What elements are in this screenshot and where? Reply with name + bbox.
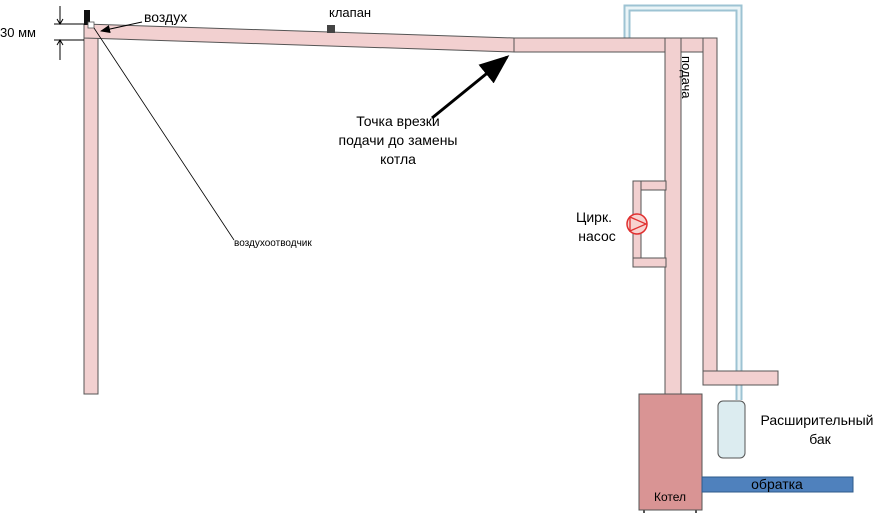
pump-icon [626,213,648,235]
air-vent-label: воздухоотводчик [234,238,312,249]
valve-icon [327,25,335,33]
boiler-label: Котел [654,490,686,504]
air-vent-icon [84,10,90,25]
pump-label-line1: Цирк. [576,209,612,225]
dimension-marker [54,6,84,60]
supply-label: подача [679,56,694,99]
air-leader-line [100,21,143,33]
tie-in-label-line1: Точка врезки [356,113,439,129]
left-riser-pipe [83,31,99,395]
expansion-branch-pipe [702,370,779,386]
valve-label: клапан [329,5,371,20]
sloped-top-pipe [83,23,515,53]
supply-pipe [664,37,682,397]
return-pipe [701,476,854,493]
return-label: обратка [751,476,803,492]
top-horizontal-pipe [513,37,718,53]
expansion-tank [717,400,746,459]
boiler [638,393,703,511]
tie-in-arrow [431,55,510,120]
tie-in-label-line3: котла [380,151,416,167]
tank-label-line2: бак [809,431,831,447]
return-down-pipe [702,37,718,373]
expansion-line [623,4,743,400]
tank-label-line1: Расширительный [761,412,874,428]
air-label: воздух [144,9,187,25]
tie-in-label-line2: подачи до замены [339,132,458,148]
air-vent-leader-line [93,27,235,241]
dimension-label: 30 мм [0,25,36,40]
pump-label-line2: насос [578,228,615,244]
